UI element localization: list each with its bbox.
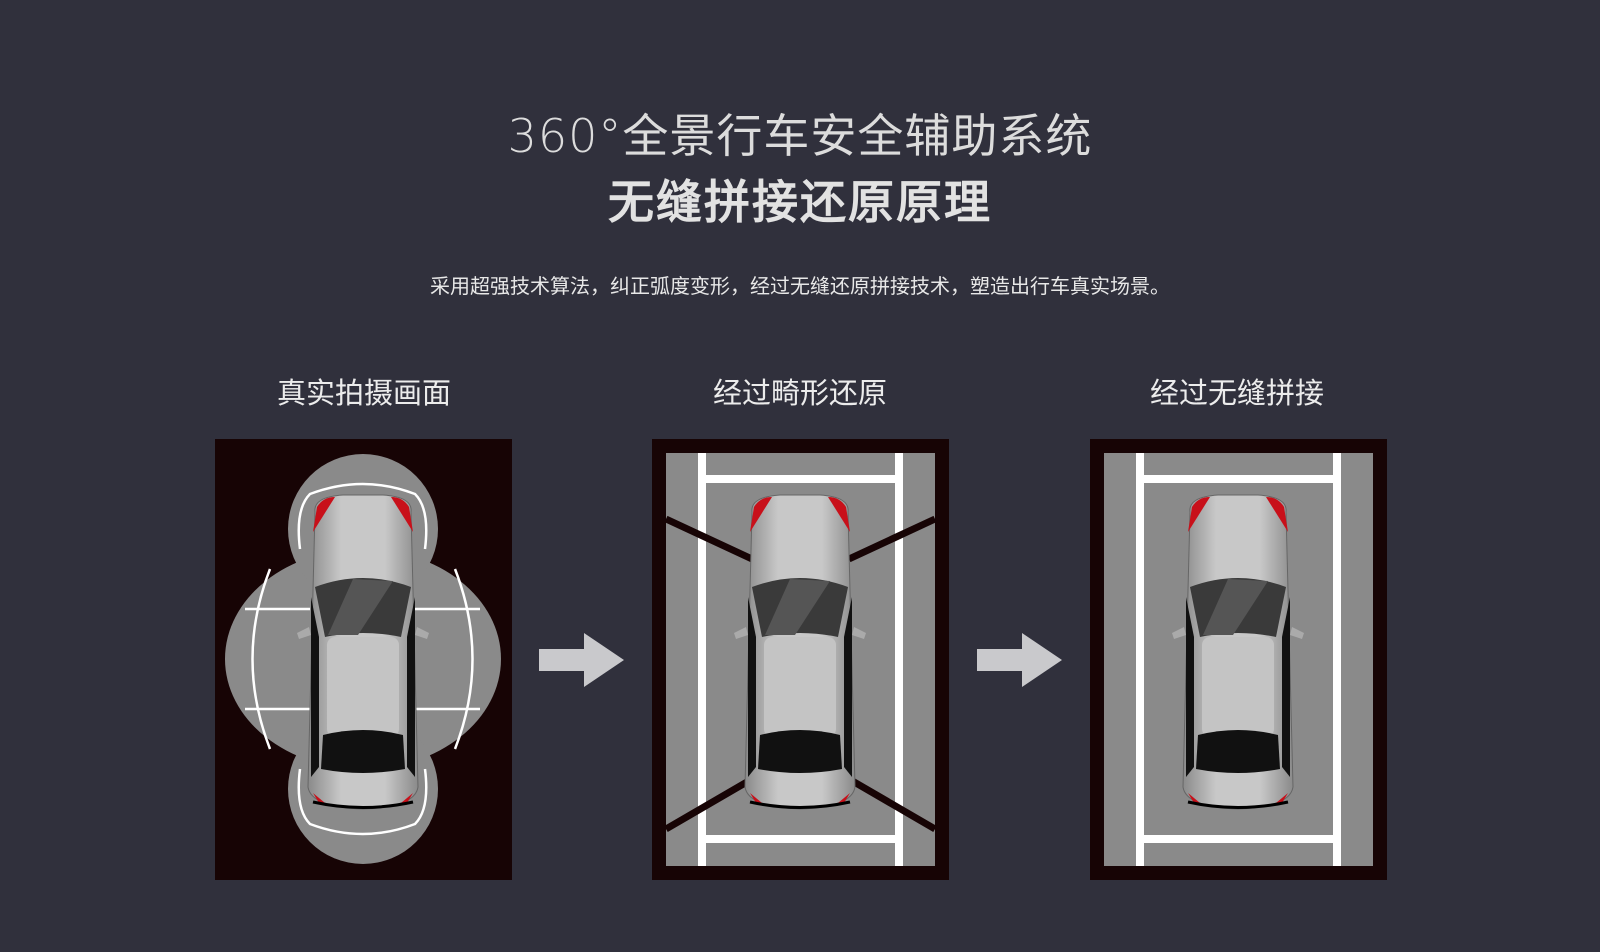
raw-camera-panel (215, 439, 512, 880)
arrow-right-icon (977, 633, 1062, 687)
step-label-dewarp: 经过畸形还原 (712, 376, 887, 410)
step-label-stitch: 经过无缝拼接 (1149, 376, 1324, 410)
page-subtitle: 无缝拼接还原原理 (608, 175, 992, 229)
stitched-illustration (1104, 453, 1373, 866)
stitched-panel (1090, 439, 1387, 880)
page-description: 采用超强技术算法，纠正弧度变形，经过无缝还原拼接技术，塑造出行车真实场景。 (430, 274, 1170, 298)
dewarped-illustration (664, 453, 937, 866)
page-title: 360°全景行车安全辅助系统 (507, 109, 1093, 163)
dewarped-panel (652, 439, 949, 880)
step-label-raw: 真实拍摄画面 (276, 376, 451, 410)
raw-camera-illustration (225, 454, 501, 864)
arrow-right-icon (539, 633, 624, 687)
